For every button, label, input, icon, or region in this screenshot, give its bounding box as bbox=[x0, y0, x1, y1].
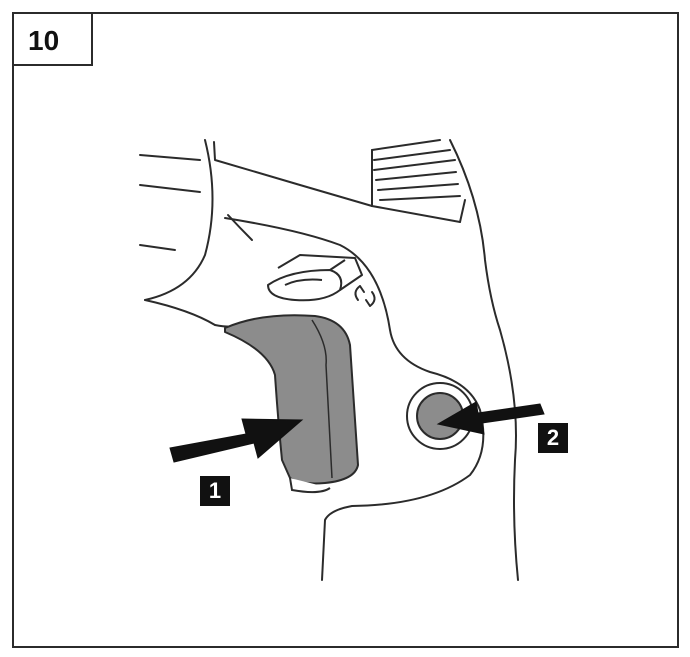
tool-housing bbox=[139, 139, 519, 581]
selector-lever bbox=[267, 254, 363, 302]
callout-label-2: 2 bbox=[538, 423, 568, 453]
callout-label-1: 1 bbox=[200, 476, 230, 506]
side-button bbox=[406, 382, 474, 450]
figure-frame bbox=[12, 12, 679, 648]
push-arrow-2-icon bbox=[436, 401, 545, 435]
rotation-symbol-icon bbox=[354, 285, 376, 307]
push-arrow-1-icon bbox=[169, 418, 304, 463]
vent-slots bbox=[371, 139, 466, 223]
trigger-switch bbox=[224, 314, 359, 494]
step-number: 10 bbox=[28, 25, 60, 56]
